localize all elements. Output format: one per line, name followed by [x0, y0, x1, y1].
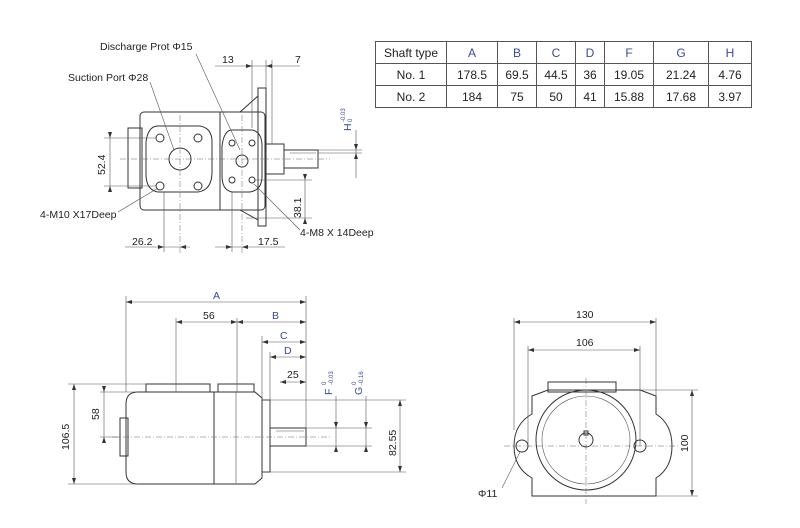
table-cell: 50 [536, 85, 576, 108]
front-top-boss [547, 381, 617, 393]
suction-leader [149, 81, 175, 151]
dim-A: A [213, 290, 220, 302]
side-top-port [145, 383, 211, 393]
table-cell: 17.68 [653, 85, 709, 108]
front-view: 130 106 100 Φ11 [478, 309, 698, 504]
top-rear-cover [127, 127, 143, 189]
top-flange-shoulder-1 [239, 95, 259, 113]
table-cell: 15.88 [604, 85, 654, 108]
dim-F: F [323, 389, 335, 395]
table-header-cell: A [446, 41, 498, 64]
discharge-bolt-1 [228, 139, 236, 147]
table-cell: 21.24 [653, 63, 709, 86]
top-body-outline [139, 111, 266, 211]
table-header-cell: F [604, 41, 654, 64]
table-cell: 19.05 [604, 63, 654, 86]
table-header-cell: G [653, 41, 709, 64]
table-row: No. 1 178.5 69.5 44.5 36 19.05 21.24 4.7… [375, 63, 752, 86]
dim-106-5: 106.5 [60, 424, 72, 450]
dim-G: G [353, 387, 365, 395]
front-pilot-inner [541, 395, 631, 485]
table-row-label: No. 2 [375, 85, 447, 108]
dim-F-upper-tol: 0 [322, 381, 328, 385]
table-cell: 36 [575, 63, 605, 86]
table-cell: 44.5 [536, 63, 576, 86]
table-header-cell: Shaft type [375, 41, 447, 64]
discharge-leader [195, 53, 241, 151]
dim-C: C [280, 330, 288, 342]
table-header-cell: D [575, 41, 605, 64]
table-cell: 3.97 [708, 85, 752, 108]
table-cell: 4.76 [708, 63, 752, 86]
table-header-cell: H [708, 41, 752, 64]
dim-56: 56 [203, 310, 215, 322]
top-flange-shoulder-2 [239, 209, 259, 221]
dim-13: 13 [222, 54, 234, 66]
suction-port-flange [145, 125, 213, 193]
suction-bolt-2 [193, 133, 203, 143]
side-top-port-2 [217, 383, 255, 393]
table-cell: 41 [575, 85, 605, 108]
suction-bolt-4 [193, 181, 203, 191]
dim-F-lower-tol: -0.03 [329, 371, 335, 385]
phi11-label: Φ11 [478, 488, 497, 500]
table-row-label: No. 1 [375, 63, 447, 86]
dim-D: D [284, 345, 292, 357]
table-cell: 178.5 [446, 63, 498, 86]
dim-G-lower-tol: -0.16 [359, 371, 365, 385]
discharge-port-label: Discharge Prot Φ15 [100, 41, 193, 53]
m10-leader [117, 187, 159, 213]
m8-label: 4-M8 X 14Deep [300, 227, 374, 239]
m10-label: 4-M10 X17Deep [40, 209, 117, 221]
dim-130: 130 [576, 309, 594, 321]
table-header-cell: C [536, 41, 576, 64]
table-header-cell: B [497, 41, 537, 64]
dim-106: 106 [576, 337, 594, 349]
side-view: A 56 B C D 25 F 0 -0.03 G 0 -0.16 58 106… [60, 290, 406, 485]
table-cell: 69.5 [497, 63, 537, 86]
side-body-outline [125, 391, 263, 485]
dim-26-2: 26.2 [132, 236, 153, 248]
m8-leader [253, 183, 301, 231]
dim-H: H [342, 123, 354, 131]
dim-52-4: 52.4 [96, 154, 108, 175]
table-header-row: Shaft type A B C D F G H [375, 41, 752, 64]
phi11-leader [501, 451, 521, 489]
dim-38-1: 38.1 [292, 197, 304, 218]
dim-100: 100 [679, 434, 691, 452]
dim-B: B [272, 310, 279, 322]
suction-bolt-1 [155, 133, 165, 143]
suction-port-label: Suction Port Φ28 [68, 72, 148, 84]
shaft-dimension-table: Shaft type A B C D F G H No. 1 178.5 69.… [375, 41, 752, 108]
dim-17-5: 17.5 [258, 236, 279, 248]
dim-25: 25 [287, 369, 299, 381]
dim-58: 58 [90, 408, 102, 420]
side-flange [261, 399, 271, 473]
front-flange-outline [513, 389, 673, 497]
table-cell: 184 [446, 85, 498, 108]
discharge-bolt-3 [228, 176, 236, 184]
dim-7: 7 [295, 54, 301, 66]
dim-82-55: 82.55 [387, 430, 399, 456]
table-cell: 75 [497, 85, 537, 108]
dim-H-upper-tol: -0.03 [341, 108, 347, 122]
discharge-bolt-2 [248, 139, 256, 147]
dim-H-lower-tol: 0 [348, 118, 354, 122]
discharge-port-flange [221, 129, 263, 193]
top-view: Discharge Prot Φ15 Suction Port Φ28 4-M1… [40, 41, 374, 255]
table-row: No. 2 184 75 50 41 15.88 17.68 3.97 [375, 85, 752, 108]
dim-G-upper-tol: 0 [352, 381, 358, 385]
